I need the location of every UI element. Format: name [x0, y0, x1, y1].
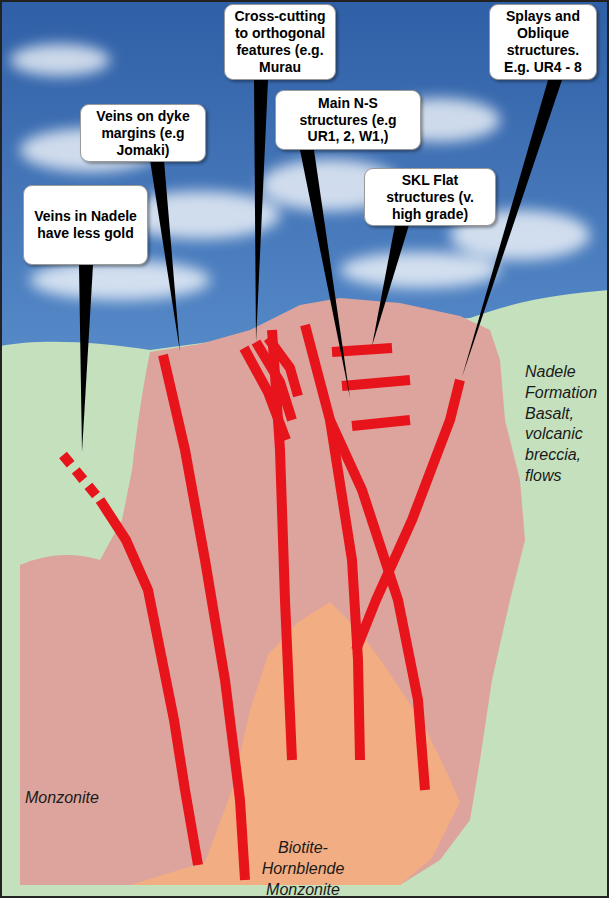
- callout-box: Cross-cutting to orthogonal features (e.…: [224, 4, 336, 80]
- main-ns-vein: [305, 325, 360, 760]
- callout-text: Cross-cutting to orthogonal features (e.…: [231, 8, 329, 75]
- callout-text-group: Veins on dyke margins (e.g Jomaki): [87, 108, 199, 158]
- leader-wedge: [79, 265, 93, 452]
- leader-wedge: [150, 160, 180, 352]
- leader-wedge: [462, 80, 562, 377]
- callout-text: Veins on dyke margins (e.g Jomaki): [87, 108, 199, 158]
- leader-wedge: [372, 225, 409, 346]
- callout-text-group: Cross-cutting to orthogonal features (e.…: [231, 8, 329, 75]
- callout-box: SKL Flat structures (v. high grade): [364, 168, 496, 226]
- callout-text-group: Veins in Nadele have less gold: [30, 208, 141, 242]
- dashed-vein: [63, 455, 100, 500]
- leader-wedge: [300, 150, 350, 398]
- callout-box: Splays and Oblique structures. E.g. UR4 …: [489, 4, 597, 80]
- callout-text: SKL Flat structures (v. high grade): [371, 172, 489, 222]
- nadele-formation: [0, 290, 609, 898]
- cross-cutting-vein: [268, 338, 298, 396]
- callout-text-group: Main N-S structures (e.g UR1, 2, W1,): [282, 95, 414, 145]
- callout-box: Main N-S structures (e.g UR1, 2, W1,): [275, 90, 421, 150]
- leader-wedge: [254, 80, 268, 342]
- callout-box: Veins in Nadele have less gold: [23, 185, 148, 265]
- clouds: [10, 44, 590, 300]
- flat-vein: [352, 420, 410, 426]
- callout-text: Veins in Nadele have less gold: [30, 208, 141, 242]
- rock-label: Monzonite: [25, 788, 145, 809]
- rock-label: Biotite-Hornblende Monzonite: [243, 838, 363, 898]
- callout-text: Main N-S structures (e.g UR1, 2, W1,): [282, 95, 414, 145]
- formation-label: Nadele Formation Basalt, volcanic brecci…: [525, 362, 609, 487]
- callout-text-group: SKL Flat structures (v. high grade): [371, 172, 489, 222]
- monzonite-body: [20, 298, 525, 885]
- callout-box: Veins on dyke margins (e.g Jomaki): [80, 104, 206, 162]
- flat-vein: [342, 380, 410, 386]
- callout-text-group: Splays and Oblique structures. E.g. UR4 …: [496, 8, 590, 75]
- leader-wedges: [79, 80, 562, 452]
- nadele-vein: [100, 500, 198, 865]
- dyke-margin-vein: [163, 355, 245, 880]
- callout-text: Splays and Oblique structures. E.g. UR4 …: [496, 8, 590, 75]
- veins: [63, 325, 460, 880]
